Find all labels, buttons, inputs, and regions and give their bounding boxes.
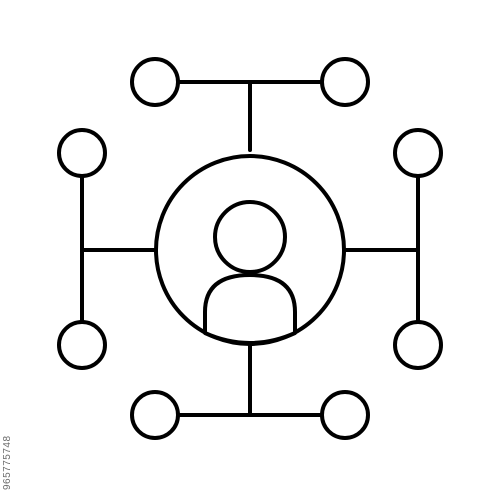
- person-head: [213, 200, 287, 274]
- bottom-connector-line: [176, 344, 324, 417]
- node-top-left: [130, 57, 180, 107]
- top-connector-line: [176, 80, 324, 152]
- node-bottom-right: [320, 390, 370, 440]
- left-connector-line: [80, 174, 158, 324]
- node-left-bottom: [57, 320, 107, 370]
- node-bottom-left: [130, 390, 180, 440]
- node-top-right: [320, 57, 370, 107]
- person-icon: [203, 200, 297, 345]
- stock-image-id: 965775748: [2, 435, 13, 490]
- node-left-top: [57, 128, 107, 178]
- right-connector-line: [342, 174, 420, 324]
- person-body: [203, 273, 297, 345]
- node-right-top: [393, 128, 443, 178]
- node-right-bottom: [393, 320, 443, 370]
